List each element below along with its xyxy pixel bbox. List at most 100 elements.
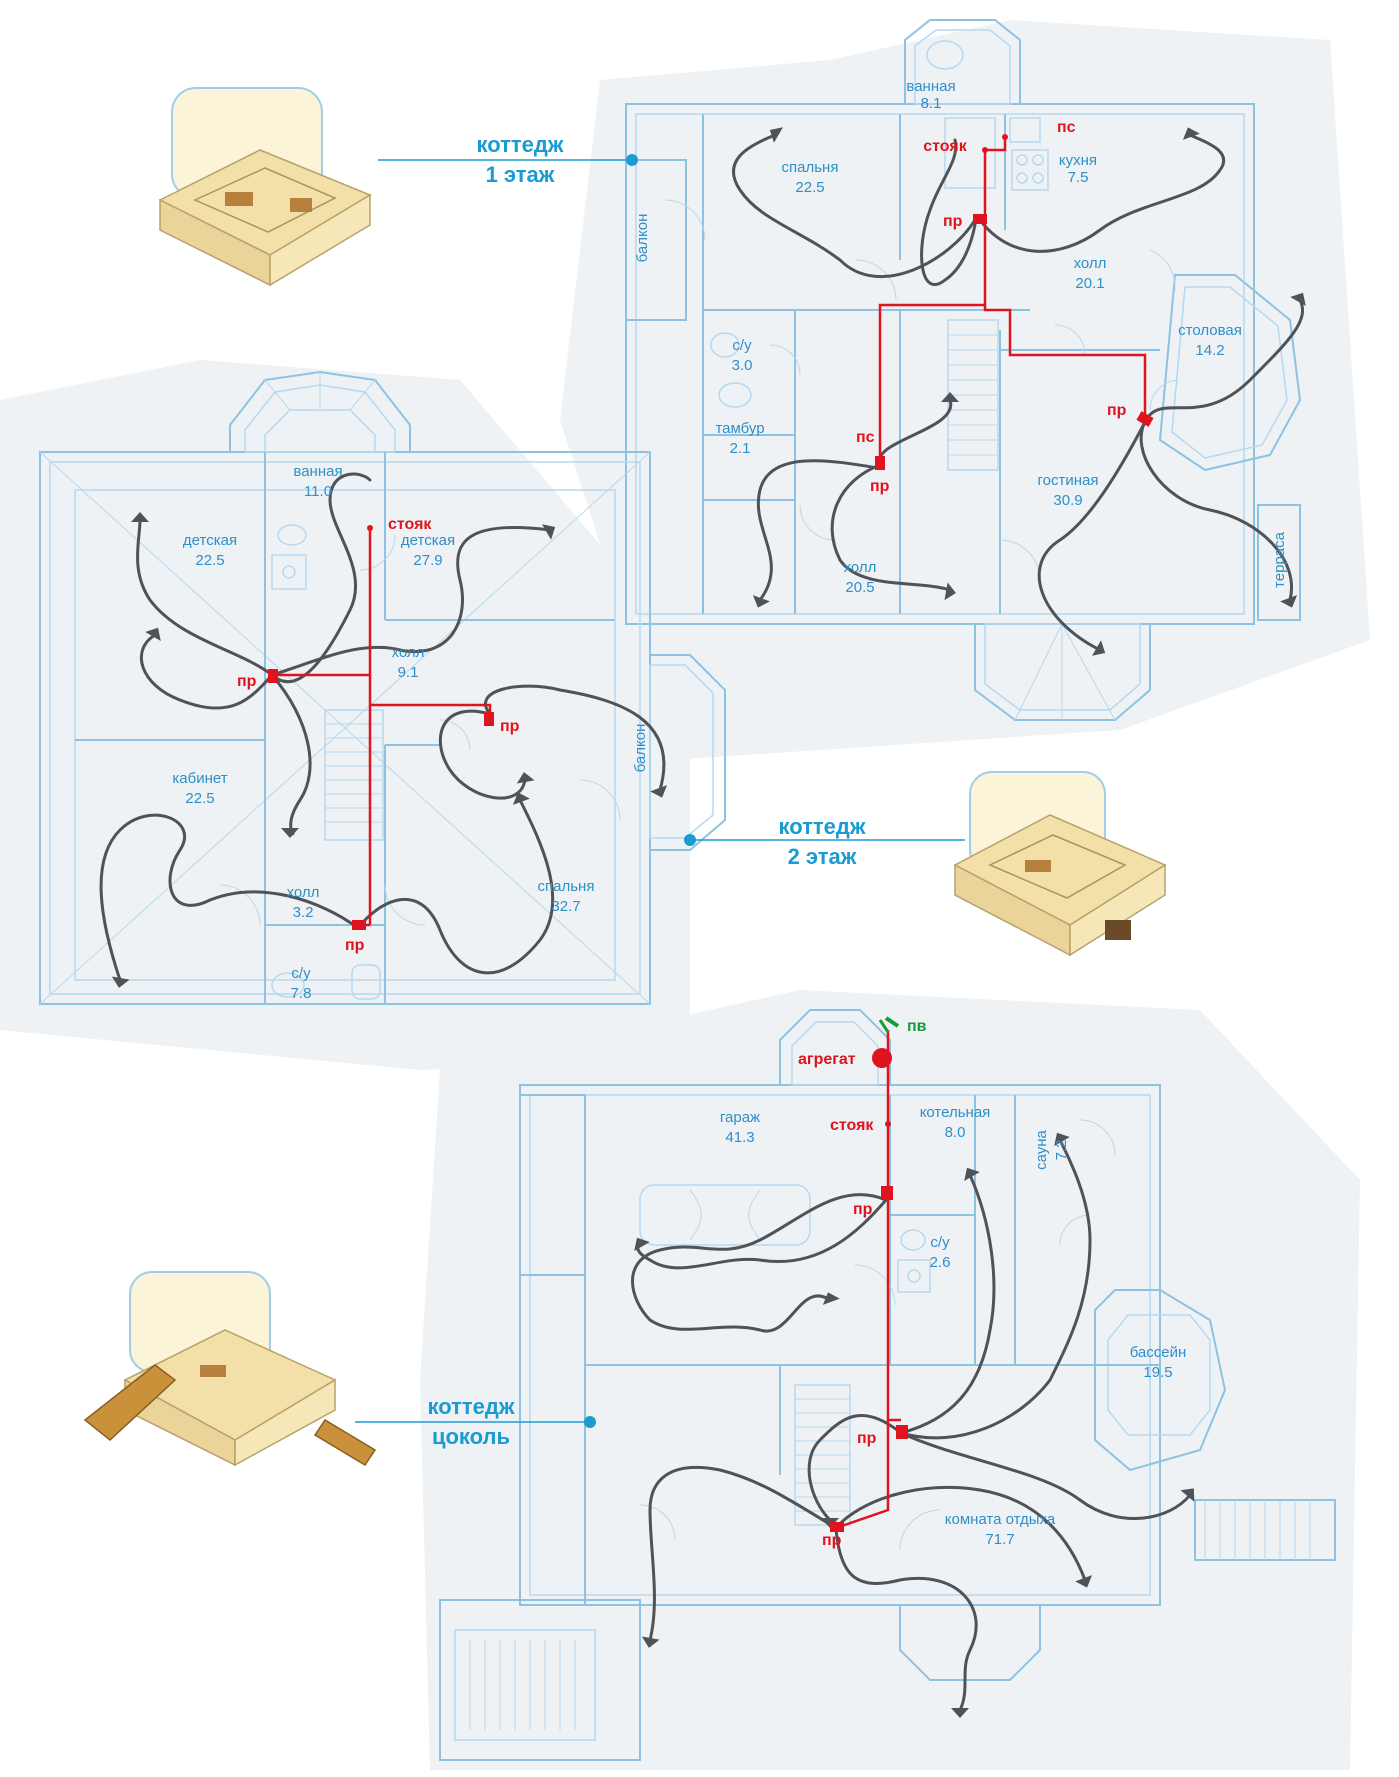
f2-hall-mid-name: холл [392,644,425,661]
f1-pr1-label: пр [943,213,963,230]
f1-terrace-label: терраса [1271,531,1288,588]
floor1-inlet-1 [973,214,987,224]
floor1-stove-icon [1011,149,1049,191]
f1-hall-top-area: 20.1 [1075,275,1104,292]
f1-wc-name: с/у [732,337,752,354]
base-pv-label: пв [907,1018,927,1035]
floor2-hose-kids1 [136,518,274,677]
basement-hose-rest-bottom [834,1526,978,1712]
f2-wc-name: с/у [291,965,311,982]
pool-icon [1107,1314,1211,1436]
f1-dining-name: столовая [1178,322,1242,339]
floor1-bath-icon [944,117,996,189]
f1-vestibule-name: тамбур [715,420,764,437]
floor1-duct-dining [983,222,1147,418]
floor2-hose-balcony [483,684,666,792]
f1-label-line2: 1 этаж [486,162,555,187]
f1-dining-area: 14.2 [1195,342,1224,359]
f1-hall-bottom-name: холл [844,559,877,576]
floor2-inlet-3 [352,920,366,930]
basement-duct-bottom [835,1420,890,1530]
f2-riser-label: стояк [388,516,432,533]
base-label-line2: цоколь [432,1424,510,1449]
f2-pr1-label: пр [237,673,257,690]
f1-bathroom-name: ванная [906,78,955,95]
floor2-hose-study [99,813,360,982]
f2-study-name: кабинет [172,770,227,787]
floor2-balcony [649,654,726,851]
floor1-hose-vestibule [756,459,880,602]
base-garage-name: гараж [720,1109,760,1126]
floor1-bathtub-icon [926,40,964,70]
basement-hose-pool [899,1431,1192,1520]
base-pool-area: 19.5 [1143,1364,1172,1381]
base-pool-name: бассейн [1130,1344,1187,1361]
floor2-duct-right [370,703,492,714]
base-wc-area: 2.6 [930,1254,951,1271]
vacuum-unit-icon [872,1048,892,1068]
basement-bottom-bay [899,1604,1041,1681]
f1-living-area: 30.9 [1053,492,1082,509]
f1-label-line1: коттедж [477,132,564,157]
basement-hose-sauna [899,1138,1092,1440]
f2-hall-mid-area: 9.1 [398,664,419,681]
floor1-terrace [1257,504,1301,621]
base-pr3-label: пр [822,1532,842,1549]
basement-left-extension [519,1094,586,1276]
floor1-hose-living [1139,420,1293,602]
f2-pr2-label: пр [500,718,520,735]
basement-plan: гараж 41.3 котельная 8.0 сауна 7.2 с/у 2… [355,1009,1336,1761]
f1-ps-top-label: пс [1057,119,1076,136]
f2-bathroom-name: ванная [293,463,342,480]
floor2-hose-hall [438,709,527,800]
basement-hose-rest-right [834,1485,1087,1582]
floor1-plan: ванная 8.1 спальня 22.5 кухня 7.5 холл 2… [378,19,1311,721]
base-wc-name: с/у [930,1234,950,1251]
base-sauna-area: 7.2 [1053,1140,1070,1161]
house-3d-icon [953,771,1167,957]
f1-pr3-label: пр [1107,402,1127,419]
f1-kitchen-area: 7.5 [1068,169,1089,186]
basement-sink-icon [900,1229,926,1251]
floor1-hose-dining [1143,298,1305,424]
f1-hall-top-name: холл [1074,255,1107,272]
exhaust-vent-icon [884,1016,900,1028]
base-riser-label: стояк [830,1117,874,1134]
f2-hall-small-area: 3.2 [293,904,314,921]
f2-label-line1: коттедж [779,814,866,839]
basement-inlet-3 [830,1522,844,1532]
floor1-background [560,20,1370,760]
floor2-hose-bedroom [356,798,555,975]
base-boiler-name: котельная [920,1104,991,1121]
base-connector-dot [584,1416,596,1428]
basement-inlet-1 [881,1186,893,1200]
f1-bathroom-area: 8.1 [921,95,942,112]
floor1-sink-icon [1009,117,1041,143]
car-icon [639,1184,811,1246]
floor2-sink-icon [277,524,307,546]
floor2-hose-bath [270,472,372,684]
f2-bedroom-area: 32.7 [551,898,580,915]
house-3d-icon [83,1271,377,1467]
floor2-toilet-icon [271,972,305,998]
f2-kids2-name: детская [401,532,455,549]
floor1-balcony [625,159,687,321]
floor2-hose-kids1b [139,633,274,710]
base-garage-area: 41.3 [725,1129,754,1146]
f2-hall-small-name: холл [287,884,320,901]
base-unit-label: агрегат [798,1051,856,1068]
f2-label-line2: 2 этаж [788,844,857,869]
f2-kids1-name: детская [183,532,237,549]
base-pr1-label: пр [853,1201,873,1218]
f1-ps-mid-label: пс [856,429,875,446]
f1-bedroom-name: спальня [782,159,839,176]
f2-kids1-area: 22.5 [195,552,224,569]
f1-living-name: гостиная [1038,472,1099,489]
f1-vestibule-area: 2.1 [730,440,751,457]
f2-wc-area: 7.8 [291,985,312,1002]
floor1-toilet-icon [718,382,752,408]
floor1-hose-hall-bottom [830,463,952,592]
f2-pr3-label: пр [345,937,365,954]
base-label-line1: коттедж [428,1394,515,1419]
